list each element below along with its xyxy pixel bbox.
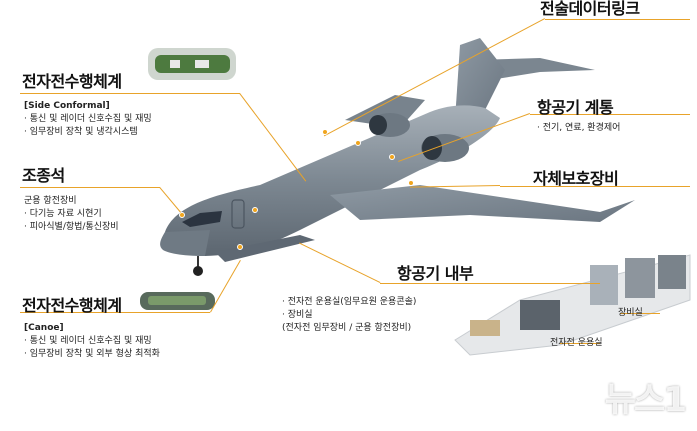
interior-detail-line2: · 장비실 xyxy=(282,310,313,320)
caption-ew-room: 전자전 운용실 xyxy=(550,338,603,348)
horizontal-stabilizer xyxy=(475,58,595,80)
watermark: 뉴스1 xyxy=(604,380,687,420)
label-cockpit: 조종석 xyxy=(22,166,65,185)
cockpit-detail-line1: · 다기능 자료 시현기 xyxy=(24,209,102,219)
nose-gear xyxy=(193,266,203,276)
cockpit-detail-line2: · 피아식별/항법/통신장비 xyxy=(24,222,119,232)
label-self-protect: 자체보호장비 xyxy=(533,169,619,188)
canoe xyxy=(215,235,315,262)
label-datalink: 전술데이터링크 xyxy=(540,0,640,18)
label-ew-bottom: 전자전수행체계 xyxy=(22,296,122,315)
cockpit-window xyxy=(182,211,222,227)
ew-top-detail: [Side Conformal] · 통신 및 레이더 신호수집 및 재밍 · … xyxy=(24,100,152,139)
side-conformal-image xyxy=(148,48,236,80)
cockpit-detail: 군용 항전장비 · 다기능 자료 시현기 · 피아식별/항법/통신장비 xyxy=(24,195,119,234)
caption-equipment-room: 장비실 xyxy=(618,308,643,318)
aircraft-nose xyxy=(160,230,210,256)
near-wing xyxy=(330,185,635,222)
door xyxy=(231,199,245,229)
label-interior: 항공기 내부 xyxy=(397,264,474,283)
cockpit-detail-title: 군용 항전장비 xyxy=(24,196,77,206)
ew-top-detail-line2: · 임무장비 장착 및 냉각시스템 xyxy=(24,127,138,137)
ew-bottom-detail: [Canoe] · 통신 및 레이더 신호수집 및 재밍 · 임무장비 장착 및… xyxy=(24,322,160,361)
fuselage xyxy=(165,105,500,256)
interior-cutaway-image xyxy=(454,254,691,356)
avionics-detail-line1: · 전기, 연료, 환경제어 xyxy=(537,123,621,133)
label-ew-top: 전자전수행체계 xyxy=(22,72,122,91)
ew-bottom-detail-title: [Canoe] xyxy=(24,323,64,333)
canoe-image xyxy=(140,292,215,310)
ew-bottom-detail-line1: · 통신 및 레이더 신호수집 및 재밍 xyxy=(24,336,152,346)
avionics-detail: · 전기, 연료, 환경제어 xyxy=(537,122,620,135)
interior-detail: · 전자전 운용실(임무요원 운용콘솔) · 장비실 (전자전 임무장비 / 군… xyxy=(282,296,416,335)
label-avionics: 항공기 계통 xyxy=(537,98,614,117)
ew-top-detail-title: [Side Conformal] xyxy=(24,101,110,111)
interior-detail-line3: (전자전 임무장비 / 군용 항전장비) xyxy=(282,323,412,333)
interior-detail-line1: · 전자전 운용실(임무요원 운용콘솔) xyxy=(282,297,417,307)
ew-bottom-detail-line2: · 임무장비 장착 및 외부 형상 최적화 xyxy=(24,349,160,359)
ew-top-detail-line1: · 통신 및 레이더 신호수집 및 재밍 xyxy=(24,114,152,124)
